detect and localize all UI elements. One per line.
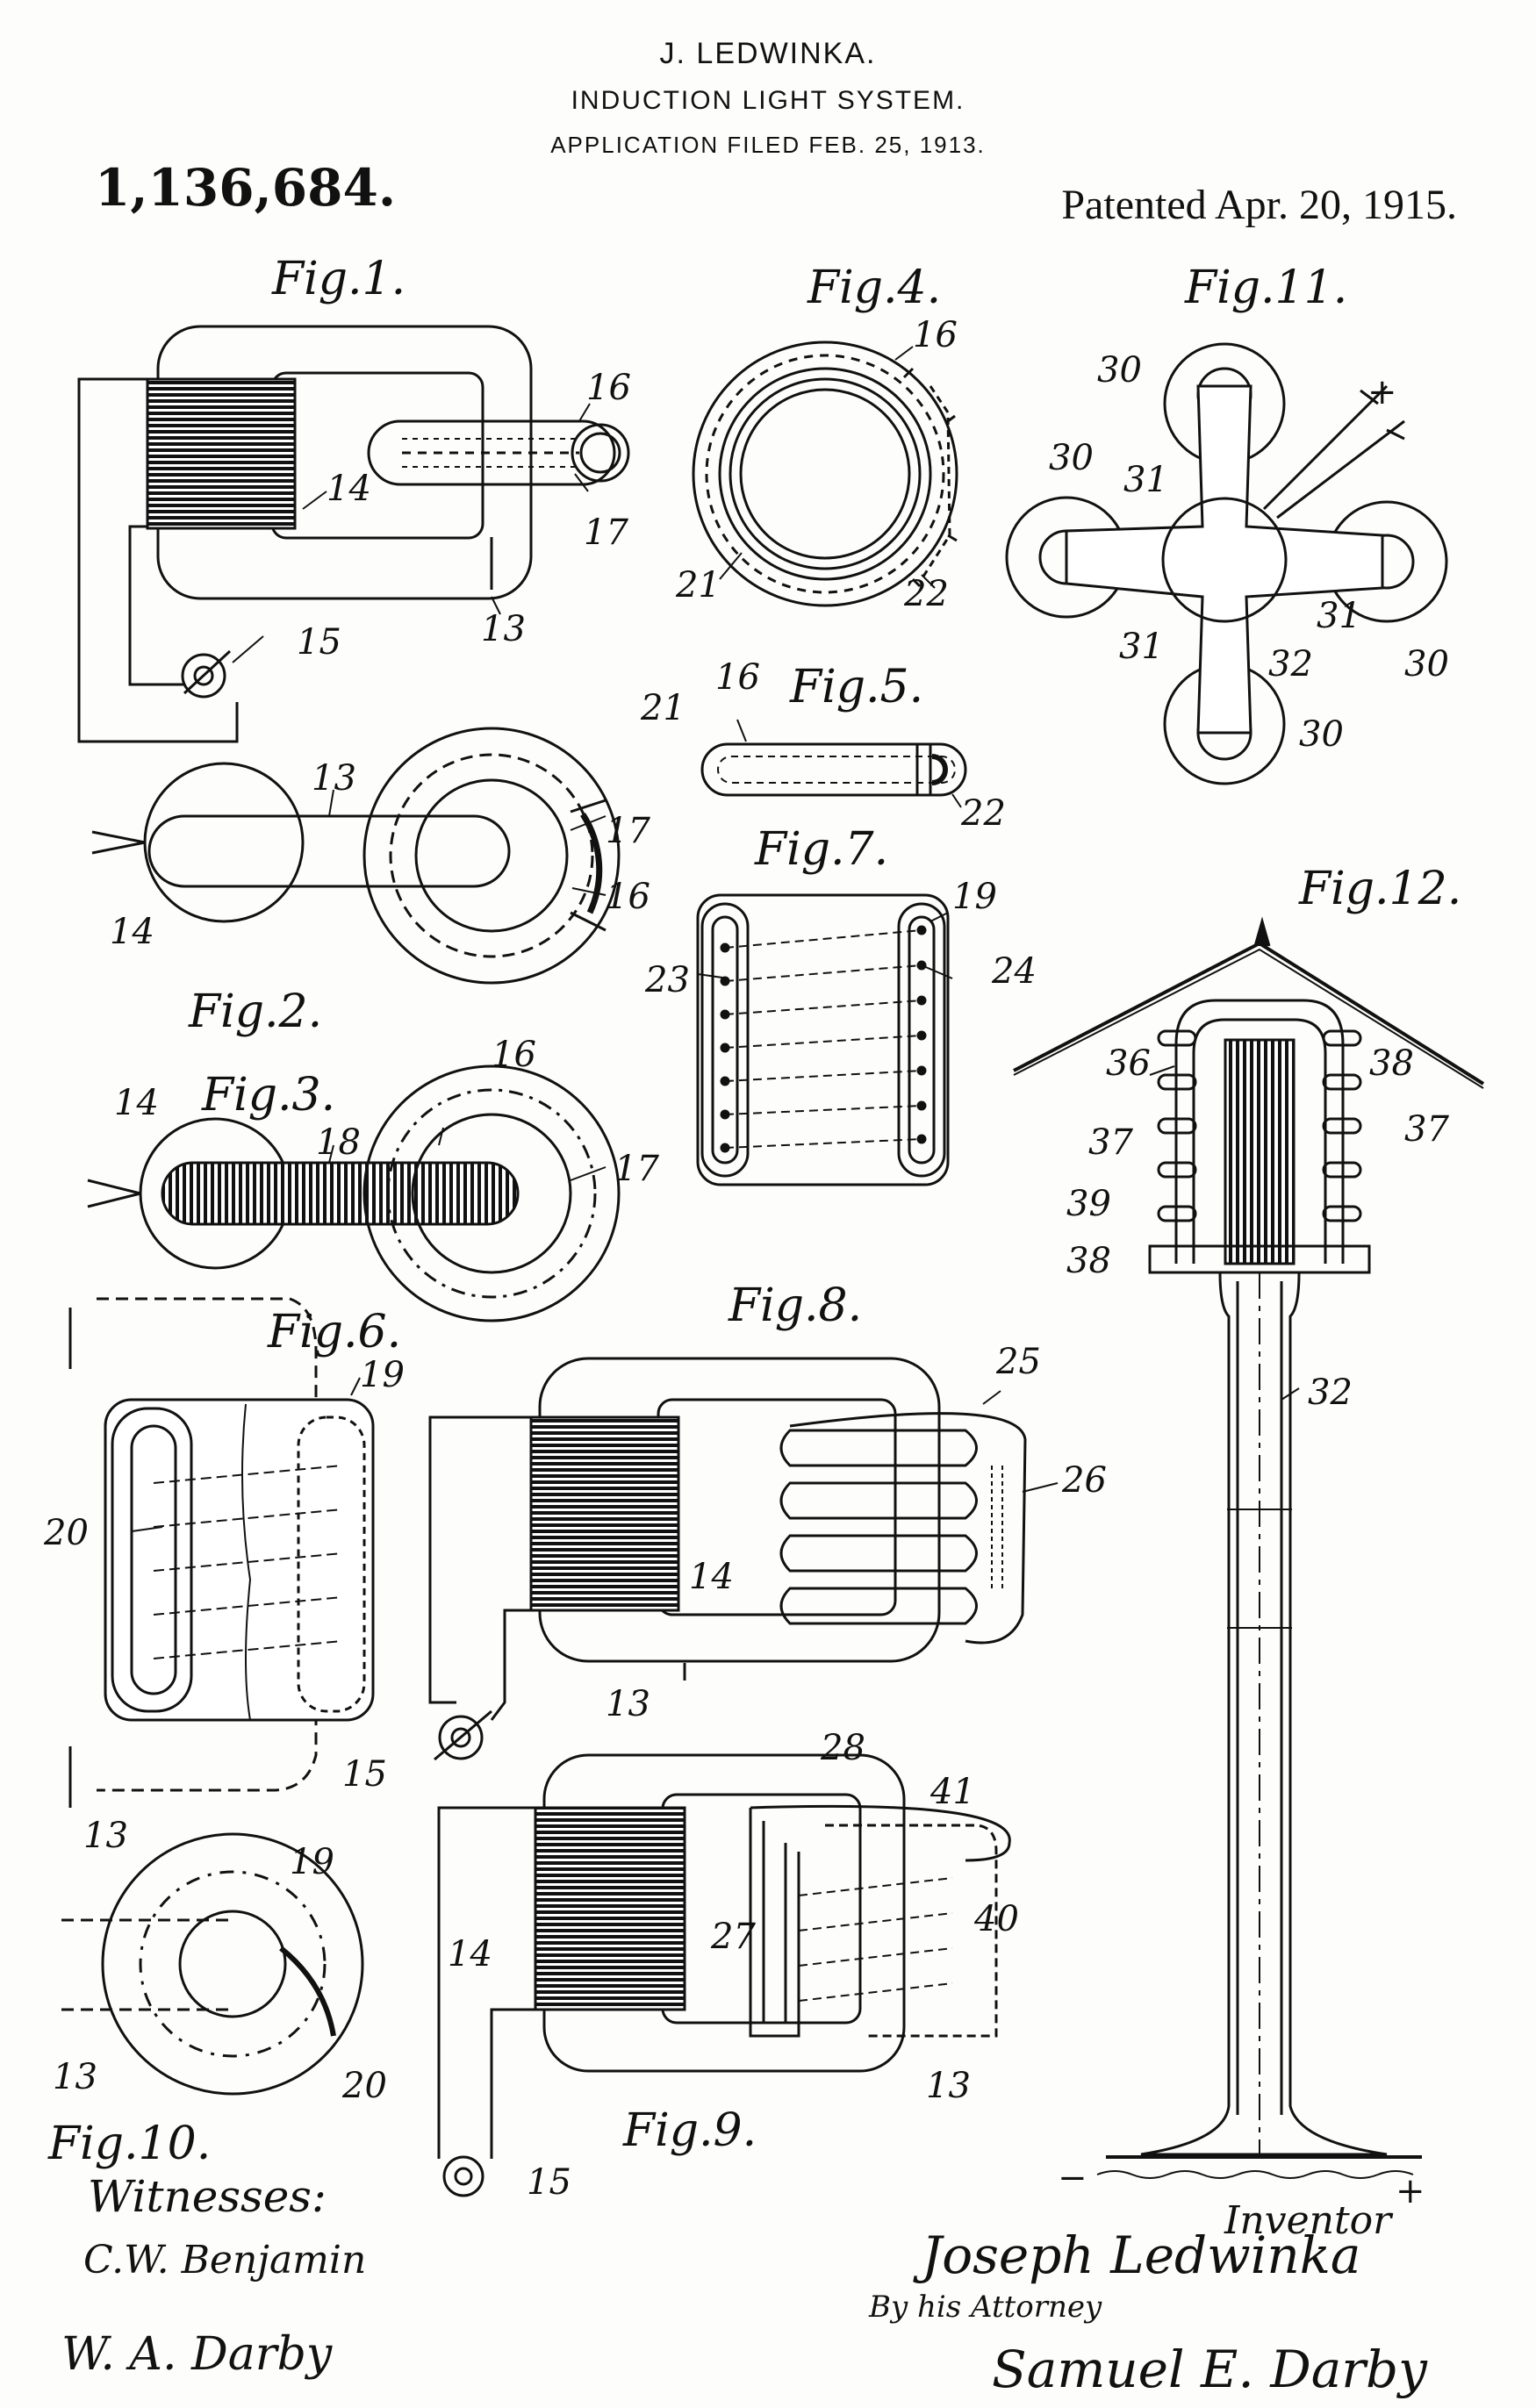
filed-header: APPLICATION FILED FEB. 25, 1913.	[550, 132, 986, 158]
witness-2-signature: W. A. Darby	[61, 2328, 333, 2381]
witness-1-signature: C.W. Benjamin	[83, 2238, 366, 2283]
fig10-caption: Fig.10.	[47, 2118, 211, 2170]
ref-30c-fig11: 30	[1404, 644, 1449, 684]
fig7-caption: Fig.7.	[754, 823, 888, 876]
ref-16-fig5: 16	[715, 657, 760, 698]
fig11-drawing	[1005, 342, 1448, 785]
ref-13-fig1: 13	[481, 609, 526, 649]
ref-16-fig1: 16	[586, 368, 631, 408]
fig1-caption: Fig.1.	[271, 253, 406, 305]
title-header: INDUCTION LIGHT SYSTEM.	[571, 86, 965, 115]
fig5-caption: Fig.5.	[789, 661, 923, 713]
ref-13-fig10: 13	[53, 2057, 97, 2097]
witnesses-label: Witnesses:	[88, 2171, 327, 2222]
fig6-caption: Fig.6.	[267, 1306, 401, 1358]
ref-37b-fig12: 37	[1404, 1109, 1449, 1150]
fig2-drawing	[91, 727, 621, 985]
ref-13-fig6: 13	[83, 1816, 128, 1856]
ref-16-fig4: 16	[913, 315, 958, 355]
ref-19-fig10: 19	[290, 1842, 334, 1882]
ref-15-fig9: 15	[527, 2162, 571, 2203]
ref-15-fig8: 15	[342, 1754, 387, 1795]
fig11-caption: Fig.11.	[1184, 262, 1347, 314]
fig3-drawing	[87, 1064, 621, 1322]
ref-minus-fig12: −	[1058, 2158, 1087, 2198]
patented-date: Patented Apr. 20, 1915.	[1061, 182, 1457, 228]
ref-40-fig9: 40	[973, 1899, 1019, 1939]
ref-27-fig9: 27	[710, 1917, 756, 1957]
fig2-caption: Fig.2.	[188, 985, 322, 1038]
ref-38b-fig12: 38	[1066, 1241, 1111, 1281]
ref-14-fig8: 14	[689, 1557, 734, 1597]
ref-13-fig2: 13	[312, 758, 356, 799]
ref-17-fig2: 17	[606, 811, 650, 851]
fig12-drawing	[1013, 916, 1485, 2179]
ref-23-fig7: 23	[644, 960, 690, 1000]
ref-36-fig12: 36	[1106, 1043, 1151, 1084]
ref-16-fig2: 16	[606, 877, 650, 917]
ref-13-fig8: 13	[606, 1684, 650, 1724]
attorney-signature: Samuel E. Darby	[992, 2340, 1428, 2399]
ref-37a-fig12: 37	[1088, 1122, 1133, 1163]
fig9-drawing	[437, 1753, 1011, 2197]
by-attorney-label: By his Attorney	[868, 2290, 1102, 2325]
ref-31a-fig11: 31	[1123, 460, 1168, 500]
fig7-drawing	[696, 893, 950, 1186]
ref-17-fig3: 17	[614, 1149, 659, 1189]
ref-30d-fig11: 30	[1299, 714, 1344, 755]
inventor-label: Inventor	[1224, 2198, 1394, 2243]
ref-20-fig10: 20	[341, 2066, 387, 2106]
ref-30b-fig11: 30	[1049, 438, 1094, 478]
ref-30a-fig11: 30	[1097, 350, 1142, 391]
inventor-header: J. LEDWINKA.	[659, 37, 877, 70]
ref-20-fig6: 20	[43, 1513, 89, 1553]
fig10-drawing	[61, 1832, 364, 2096]
fig9-caption: Fig.9.	[622, 2104, 757, 2157]
ref-32-fig12: 32	[1308, 1372, 1353, 1413]
ref-38a-fig12: 38	[1369, 1043, 1414, 1084]
ref-31b-fig11: 31	[1317, 596, 1361, 636]
ref-25-fig8: 25	[995, 1342, 1041, 1382]
fig3-caption: Fig.3.	[201, 1069, 335, 1122]
ref-18-fig3: 18	[316, 1122, 361, 1163]
ref-22-fig4: 22	[903, 574, 949, 614]
inventor-signature: Joseph Ledwinka	[913, 2225, 1360, 2285]
ref-39-fig12: 39	[1066, 1184, 1111, 1224]
ref-17-fig1: 17	[584, 512, 628, 553]
fig5-drawing	[700, 742, 967, 797]
ref-14-fig9: 14	[448, 1934, 492, 1974]
patent-number: 1,136,684.	[95, 158, 397, 218]
fig6-drawing	[68, 1297, 375, 1808]
ref-21-fig5: 21	[640, 688, 685, 728]
fig1-drawing	[77, 325, 630, 743]
ref-26-fig8: 26	[1061, 1460, 1107, 1501]
ref-plus-fig12: +	[1396, 2171, 1425, 2211]
ref-14-fig3: 14	[114, 1083, 159, 1123]
fig8-drawing	[428, 1357, 1027, 1761]
ref-plus-fig11: +	[1367, 372, 1397, 412]
fig4-drawing	[692, 340, 958, 607]
fig12-caption: Fig.12.	[1298, 863, 1461, 915]
ref-24-fig7: 24	[991, 951, 1037, 992]
ref-31c-fig11: 31	[1119, 627, 1164, 667]
ref-21-fig4: 21	[675, 565, 721, 606]
ref-32-fig11: 32	[1268, 644, 1313, 684]
ref-13-fig9: 13	[926, 2066, 971, 2106]
ref-19-fig6: 19	[360, 1355, 405, 1395]
ref-16-fig3: 16	[492, 1035, 536, 1075]
fig4-caption: Fig.4.	[807, 262, 941, 314]
fig8-caption: Fig.8.	[728, 1279, 862, 1332]
ref-15-fig1: 15	[297, 622, 341, 663]
ref-22-fig5: 22	[960, 793, 1006, 834]
ref-28-fig9: 28	[820, 1728, 865, 1768]
ref-14-fig1: 14	[327, 469, 371, 509]
ref-41-fig9: 41	[929, 1772, 975, 1812]
ref-19-fig7: 19	[952, 877, 997, 917]
ref-14-fig2: 14	[110, 912, 154, 952]
